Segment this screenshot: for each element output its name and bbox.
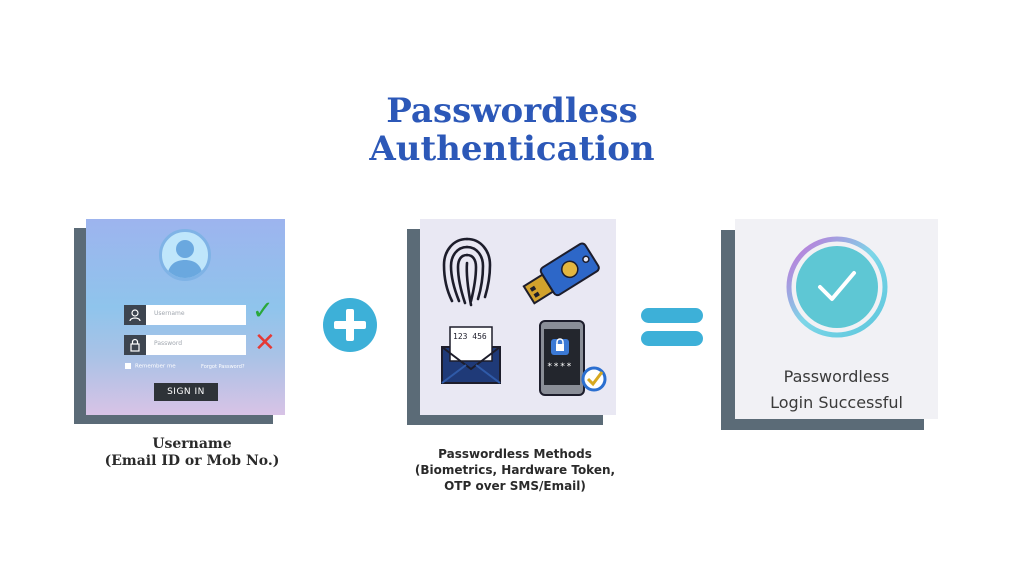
remember-me-checkbox[interactable]: Remember me	[125, 363, 176, 370]
lock-icon	[124, 335, 146, 355]
cross-icon: ✕	[254, 328, 276, 358]
caption-line-3: OTP over SMS/Email)	[444, 479, 586, 493]
equals-icon	[641, 306, 703, 348]
otp-code: 123 456	[453, 332, 487, 341]
usb-key-icon	[516, 241, 606, 315]
envelope-icon: 123 456	[440, 323, 502, 389]
username-placeholder: Username	[154, 310, 185, 317]
fingerprint-icon	[438, 231, 496, 313]
sign-in-button[interactable]: SIGN IN	[154, 383, 218, 401]
checkbox-icon	[125, 363, 131, 369]
pin-mask: ****	[547, 362, 573, 372]
check-circle-icon	[785, 235, 889, 343]
check-icon: ✓	[252, 296, 274, 326]
plus-icon	[322, 297, 378, 353]
username-field[interactable]: Username	[124, 305, 246, 325]
user-icon	[124, 305, 146, 325]
title-line-1: Passwordless	[386, 91, 638, 131]
success-card: Passwordless Login Successful	[735, 219, 938, 419]
user-avatar-icon	[159, 229, 211, 281]
success-line-1: Passwordless	[783, 367, 890, 386]
password-placeholder: Password	[154, 340, 183, 347]
caption-line-2: (Biometrics, Hardware Token,	[414, 463, 616, 477]
password-field[interactable]: Password	[124, 335, 246, 355]
forgot-password-link[interactable]: Forgot Password?	[201, 364, 245, 370]
phone-lock-icon: ****	[536, 319, 610, 403]
caption-line-2: (Email ID or Mob No.)	[104, 453, 280, 469]
methods-caption: Passwordless Methods (Biometrics, Hardwa…	[380, 446, 650, 494]
username-caption: Username (Email ID or Mob No.)	[72, 436, 312, 470]
page-title: Passwordless Authentication	[0, 92, 1024, 168]
remember-label: Remember me	[135, 363, 176, 370]
success-line-2: Login Successful	[770, 393, 903, 412]
caption-line-1: Username	[152, 436, 232, 452]
methods-card: 123 456 ****	[420, 219, 616, 415]
login-card: Username Password Remember me Forgot Pas…	[86, 219, 285, 415]
caption-line-1: Passwordless Methods	[438, 447, 592, 461]
title-line-2: Authentication	[369, 129, 655, 169]
